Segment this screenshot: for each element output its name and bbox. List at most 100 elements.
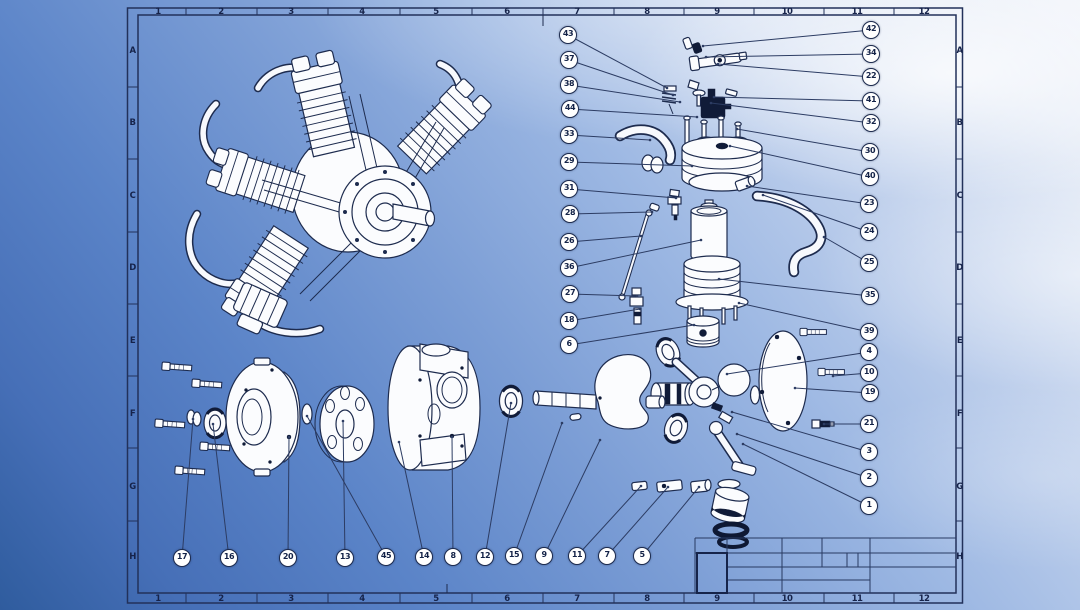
grid-row-left-C: C: [129, 191, 136, 201]
callout-balloon-31: 31: [560, 180, 578, 198]
callout-balloon-23: 23: [860, 195, 878, 213]
callout-balloon-15: 15: [505, 547, 523, 565]
piston-lower: [710, 486, 750, 524]
title-block-logo-cell: [696, 552, 728, 594]
leader-line-34: [705, 53, 872, 58]
leader-line-9: [543, 439, 601, 557]
leader-dot-28: [650, 210, 654, 214]
crank-cluster: [650, 332, 757, 549]
leader-dot-3: [730, 410, 734, 414]
grid-col-top-8: 8: [644, 6, 650, 17]
callout-balloon-19: 19: [861, 384, 879, 402]
callout-balloon-27: 27: [561, 285, 579, 303]
leader-dot-10: [831, 374, 835, 378]
grid-row-right-H: H: [956, 552, 963, 562]
leader-line-20: [287, 436, 290, 559]
leader-line-22: [717, 63, 872, 78]
finned-cylinder: [675, 255, 749, 325]
grid-col-top-9: 9: [714, 6, 720, 17]
grid-col-top-7: 7: [574, 6, 580, 17]
callout-balloon-35: 35: [861, 287, 879, 305]
leader-dot-36: [699, 238, 703, 242]
grid-col-bottom-11: 11: [851, 593, 863, 604]
leader-dot-11: [639, 484, 643, 488]
drawing-frame: [126, 7, 964, 604]
leader-dot-42: [701, 44, 705, 48]
callout-balloon-39: 39: [860, 323, 878, 341]
leader-dot-21: [822, 422, 826, 426]
callout-balloon-7: 7: [598, 547, 616, 565]
callout-balloon-8: 8: [444, 548, 462, 566]
leader-line-2: [736, 433, 870, 479]
callout-balloon-1: 1: [860, 497, 878, 515]
callout-balloon-38: 38: [560, 76, 578, 94]
leader-dot-35: [717, 277, 721, 281]
callout-balloon-44: 44: [561, 100, 579, 118]
grid-row-right-D: D: [956, 263, 963, 273]
cylinder-liner: [690, 199, 728, 262]
callout-balloon-28: 28: [561, 205, 579, 223]
callout-balloon-10: 10: [860, 364, 878, 382]
grid-col-bottom-1: 1: [155, 593, 161, 604]
grid-row-right-A: A: [956, 46, 963, 56]
grid-row-right-G: G: [956, 482, 963, 492]
callout-balloon-34: 34: [862, 45, 880, 63]
title-block: [694, 537, 956, 594]
leader-line-18: [568, 308, 641, 322]
grid-row-right-C: C: [956, 191, 963, 201]
grid-col-top-6: 6: [504, 6, 510, 17]
leader-dot-24: [761, 193, 765, 197]
leader-dot-8: [450, 435, 454, 439]
engine-illustration: [184, 48, 496, 338]
leader-line-30: [736, 128, 871, 153]
engine-magneto: [233, 282, 288, 335]
leader-line-32: [710, 102, 872, 124]
callout-balloon-42: 42: [862, 21, 880, 39]
leader-line-8: [451, 436, 454, 558]
grid-ticks: [127, 8, 963, 603]
callout-balloon-30: 30: [861, 143, 879, 161]
grid-col-bottom-9: 9: [714, 593, 720, 604]
grid-col-top-2: 2: [218, 6, 224, 17]
leader-line-7: [606, 486, 669, 557]
leader-dot-20: [287, 435, 291, 439]
grid-row-left-A: A: [129, 46, 136, 56]
grid-row-left-E: E: [129, 336, 136, 346]
grid-col-top-10: 10: [781, 6, 793, 17]
leader-dot-45: [305, 414, 309, 418]
leader-line-37: [568, 59, 674, 96]
leader-dot-40: [728, 144, 732, 148]
grid-col-bottom-4: 4: [359, 593, 365, 604]
leader-line-6: [568, 324, 695, 346]
grid-row-left-D: D: [129, 263, 136, 273]
callout-balloon-18: 18: [560, 312, 578, 330]
leader-dot-9: [598, 438, 602, 442]
bearing-plate: [314, 385, 375, 463]
engine-cylinder-left: [203, 143, 307, 217]
grid-col-top-3: 3: [288, 6, 294, 17]
spark-plug: [667, 188, 682, 221]
engine-cylinder-top: [286, 48, 359, 159]
callout-balloon-2: 2: [860, 469, 878, 487]
leader-line-40: [729, 145, 871, 178]
callout-balloon-26: 26: [560, 233, 578, 251]
oval-cover-plate: [758, 330, 808, 432]
leader-dot-2: [735, 432, 739, 436]
grid-col-top-1: 1: [155, 6, 161, 17]
grid-col-bottom-3: 3: [288, 593, 294, 604]
leader-line-41: [713, 96, 872, 102]
leader-line-44: [569, 108, 698, 118]
grid-col-top-11: 11: [851, 6, 863, 17]
leader-dot-27: [635, 294, 639, 298]
leader-dot-29: [690, 164, 694, 168]
grid-col-bottom-2: 2: [218, 593, 224, 604]
wrist-pin-sleeve: [656, 479, 683, 493]
callout-balloon-11: 11: [568, 547, 586, 565]
leader-line-3: [731, 411, 870, 453]
leader-dot-22: [716, 62, 720, 66]
leader-line-36: [568, 239, 702, 269]
leader-dot-17: [191, 417, 195, 421]
grid-col-bottom-10: 10: [781, 593, 793, 604]
leader-dot-18: [638, 307, 642, 311]
